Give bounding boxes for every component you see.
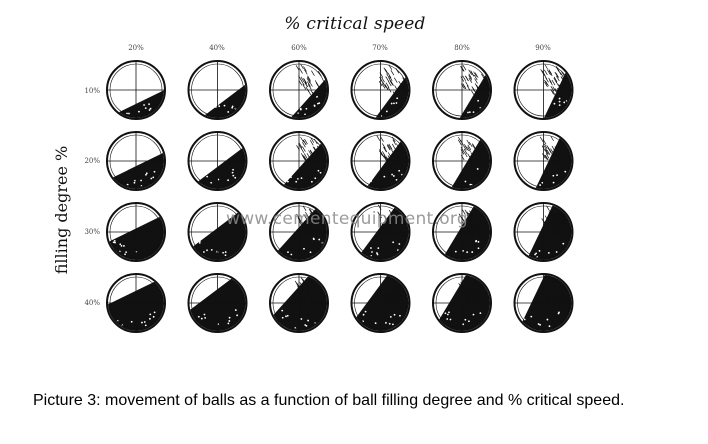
col-label-60: 60% — [291, 44, 307, 52]
drum-r1-c1 — [187, 131, 248, 191]
drum-r0-c4 — [432, 60, 492, 120]
watermark: www.cementequipment.org — [226, 209, 469, 229]
col-label-90: 90% — [535, 44, 551, 52]
drum-r2-c4 — [432, 202, 492, 262]
col-label-40: 40% — [209, 44, 225, 52]
drum-r0-c2 — [269, 60, 329, 120]
drum-r1-c5 — [513, 131, 574, 191]
row-label-30: 30% — [84, 228, 100, 236]
drum-figure: % critical speed 20% 40% 60% 70% 80% 90%… — [52, 14, 574, 333]
drum-r2-c1 — [187, 202, 248, 262]
drum-r3-c4 — [432, 273, 492, 333]
drum-r3-c2 — [269, 273, 329, 333]
drum-r2-c0 — [106, 202, 166, 262]
drum-r3-c0 — [106, 273, 166, 333]
col-label-20: 20% — [128, 44, 144, 52]
drum-r3-c1 — [187, 273, 248, 333]
top-title: % critical speed — [284, 14, 426, 34]
drum-r3-c5 — [513, 273, 574, 333]
col-label-70: 70% — [372, 44, 388, 52]
drum-r1-c2 — [269, 131, 329, 191]
drum-r0-c3 — [350, 60, 411, 120]
drum-r2-c2 — [269, 202, 329, 262]
drum-r0-c0 — [106, 60, 166, 120]
drum-r1-c0 — [106, 131, 166, 191]
col-label-80: 80% — [454, 44, 470, 52]
drum-r3-c3 — [350, 273, 411, 333]
drum-r0-c1 — [187, 60, 248, 120]
row-label-10: 10% — [84, 87, 100, 95]
drum-r2-c5 — [513, 202, 574, 262]
drum-grid — [106, 60, 574, 333]
drum-r1-c4 — [432, 131, 492, 191]
drum-r0-c5 — [513, 60, 574, 120]
row-label-40: 40% — [84, 299, 100, 307]
drum-r1-c3 — [350, 131, 411, 191]
figure-caption: Picture 3: movement of balls as a functi… — [33, 392, 625, 409]
row-label-20: 20% — [84, 157, 100, 165]
drum-r2-c3 — [350, 202, 411, 262]
